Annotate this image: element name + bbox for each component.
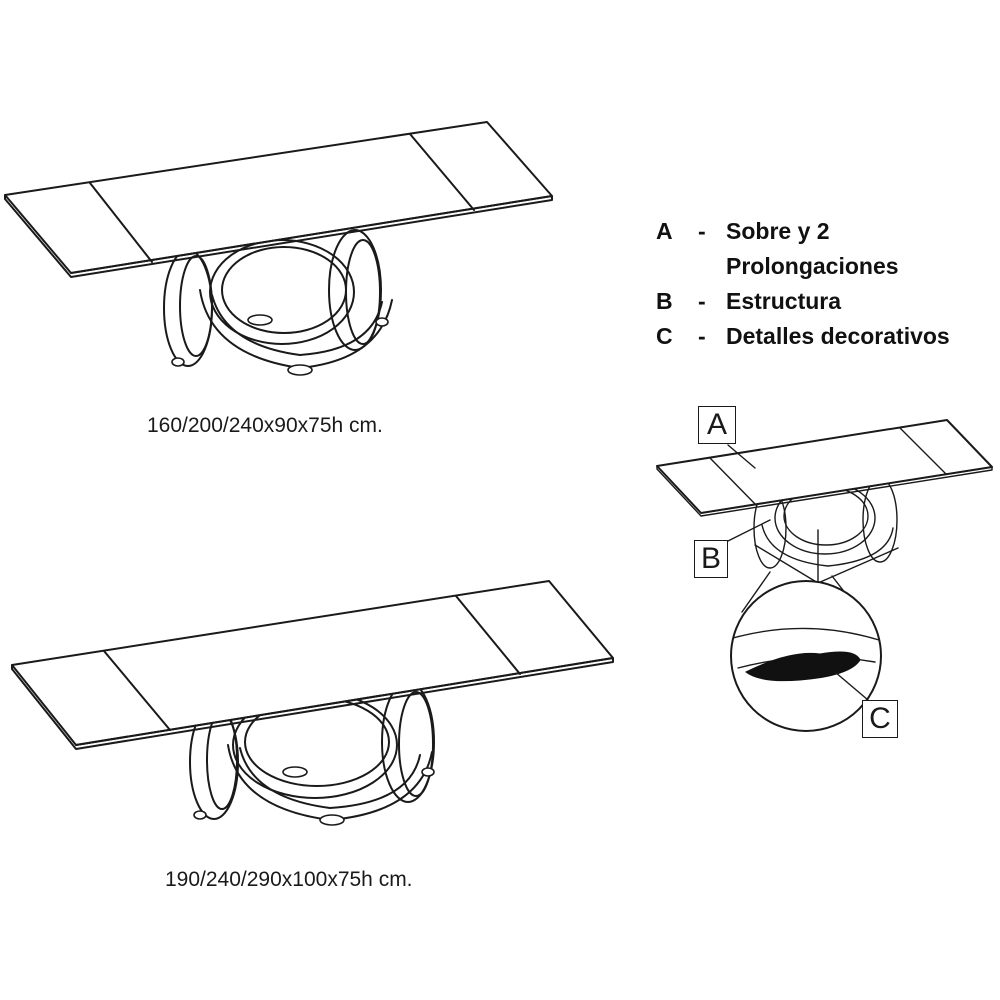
legend-dash: -: [698, 218, 706, 244]
callout-c: C: [862, 700, 898, 738]
table-small-base: [163, 229, 393, 376]
callout-leaders: [725, 444, 869, 701]
legend-key: [656, 249, 698, 284]
legend-row-b: B - Estructura: [656, 284, 950, 319]
callout-a: A: [698, 406, 736, 444]
table-large-drawing: [11, 580, 614, 826]
legend-text: Detalles decorativos: [726, 323, 950, 349]
table-small-drawing: [4, 121, 553, 376]
legend-row-c: C - Detalles decorativos: [656, 319, 950, 354]
parts-table-top: [656, 419, 993, 517]
zoom-detail: [730, 571, 882, 732]
legend-row-a-cont: Prolongaciones: [656, 249, 950, 284]
legend-row-a: A - Sobre y 2: [656, 214, 950, 249]
legend-text: Estructura: [726, 288, 842, 314]
parts-legend: A - Sobre y 2 Prolongaciones B - Estruct…: [656, 214, 950, 354]
legend-text: Sobre y 2: [726, 218, 830, 244]
legend-key: B: [656, 288, 673, 314]
callout-b: B: [694, 540, 728, 578]
decorative-detail-shape: [745, 651, 861, 682]
legend-key: C: [656, 323, 673, 349]
table-large-top: [11, 580, 614, 750]
table-small-top: [4, 121, 553, 278]
legend-text: Prolongaciones: [726, 253, 899, 279]
table-small-dimensions: 160/200/240x90x75h cm.: [147, 414, 383, 437]
legend-key: A: [656, 218, 673, 244]
table-large-dimensions: 190/240/290x100x75h cm.: [165, 868, 413, 891]
parts-drawing: [656, 419, 993, 732]
legend-dash: [698, 249, 726, 284]
legend-dash: -: [698, 288, 706, 314]
legend-dash: -: [698, 323, 706, 349]
